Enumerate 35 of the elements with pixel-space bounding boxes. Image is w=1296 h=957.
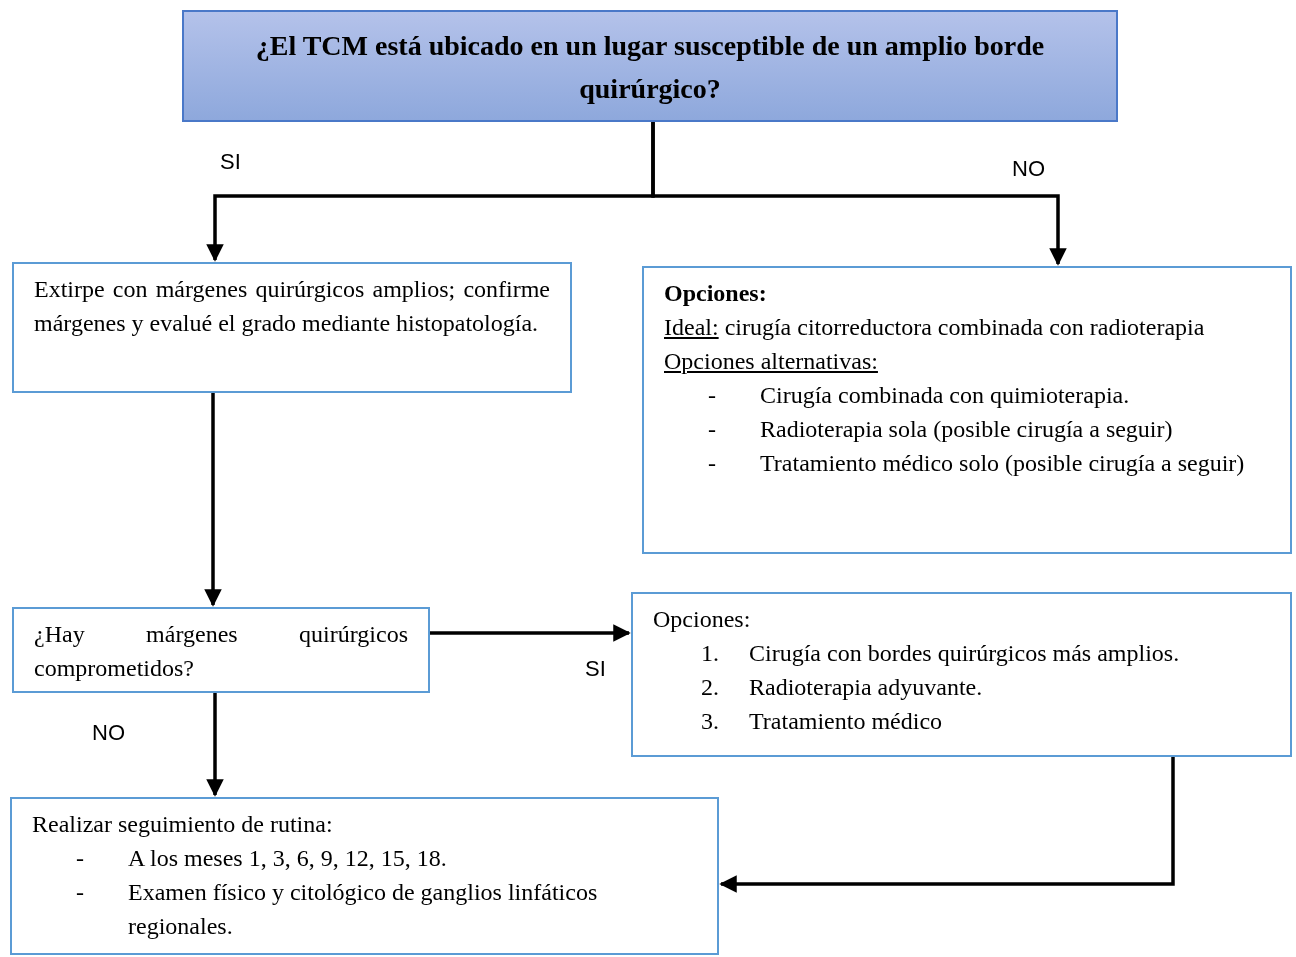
list-marker: 1. <box>701 639 720 668</box>
arrow <box>719 757 1175 893</box>
process-box <box>12 607 430 693</box>
list-item-text: Tratamiento médico solo (posible cirugía a seguir) <box>760 449 1245 478</box>
process-box <box>10 797 719 955</box>
list-item-text: Examen físico y citológico de ganglios linfáticos regionales. <box>128 878 599 941</box>
list-item-text: Radioterapia adyuvante. <box>749 673 983 702</box>
list-item-text: Cirugía con bordes quirúrgicos más amplios. <box>749 639 1180 668</box>
list-item-text: Tratamiento médico <box>749 707 943 736</box>
list-marker: 3. <box>701 707 720 736</box>
box-text: Extirpe con márgenes quirúrgicos amplios; confirme márgenes y evalué el grado mediante histopatología. <box>34 275 550 338</box>
box-text: ¿Hay márgenes quirúrgicos comprometidos? <box>34 620 408 683</box>
process-box <box>631 592 1292 757</box>
list-marker: - <box>708 415 717 444</box>
list-marker: - <box>708 381 717 410</box>
list-marker: 2. <box>701 673 720 702</box>
paragraph-text: Ideal: cirugía citorreductora combinada con radioterapia <box>664 313 1206 342</box>
question-box <box>182 10 1118 122</box>
list-item-text: A los meses 1, 3, 6, 9, 12, 15, 18. <box>128 844 447 873</box>
process-box <box>642 266 1292 554</box>
arrow <box>204 393 222 607</box>
box-heading: Opciones: <box>664 279 768 308</box>
list-marker: - <box>708 449 717 478</box>
list-item-text: Cirugía combinada con quimioterapia. <box>760 381 1130 410</box>
arrow <box>430 624 631 642</box>
list-marker: - <box>76 878 85 907</box>
list-marker: - <box>76 844 85 873</box>
arrow <box>206 693 224 797</box>
box-text: Realizar seguimiento de rutina: <box>32 810 334 839</box>
process-box <box>12 262 572 393</box>
box-subheading: Opciones alternativas: <box>664 347 879 376</box>
question-text: ¿El TCM está ubicado en un lugar susceptible de un amplio borde quirúrgico? <box>254 29 1046 106</box>
list-item-text: Radioterapia sola (posible cirugía a seguir) <box>760 415 1173 444</box>
arrow <box>651 122 1067 266</box>
box-text: Opciones: <box>653 605 752 634</box>
